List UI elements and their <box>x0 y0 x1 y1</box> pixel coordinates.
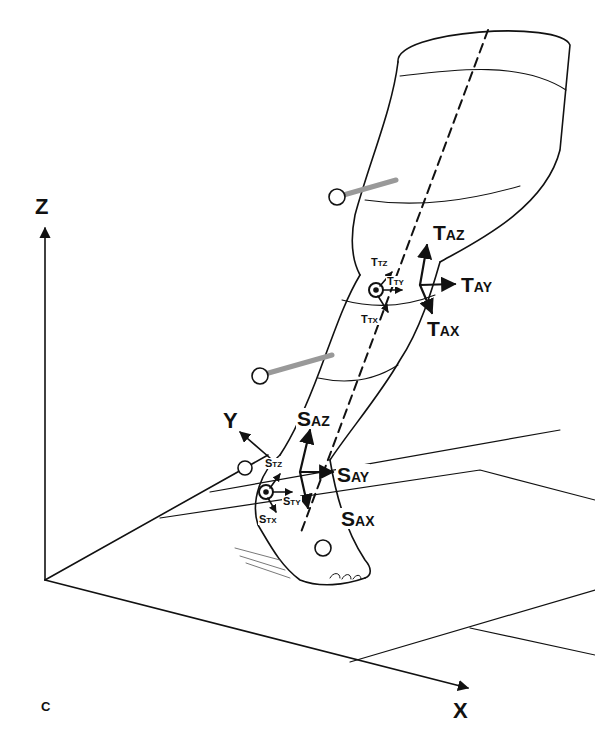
vector-label: SAX <box>340 508 375 529</box>
axis-label: Z <box>34 196 49 218</box>
shadow <box>235 548 290 578</box>
floor-edge <box>350 590 595 662</box>
vector-label: TTY <box>386 276 405 287</box>
floor-edge <box>470 628 595 655</box>
vector-arrow <box>420 245 427 285</box>
vector-label: STZ <box>264 458 283 469</box>
toes <box>330 574 361 580</box>
x-axis <box>45 580 468 688</box>
vector-label: SAY <box>336 464 370 485</box>
vector-arrow <box>270 474 280 488</box>
vector-label: SAZ <box>296 408 331 429</box>
vector-arrow <box>378 296 388 312</box>
vector-arrow <box>420 284 455 285</box>
axis-label: Y <box>222 410 239 432</box>
vector-label: TTZ <box>370 257 389 268</box>
cuff-line <box>400 69 566 90</box>
cuff-line <box>365 186 520 203</box>
vector-label: TAY <box>460 274 493 295</box>
vector-arrow <box>300 430 310 472</box>
shank-outline <box>330 262 440 460</box>
joint-center <box>374 288 378 292</box>
marker <box>315 540 331 556</box>
marker-stalk <box>340 180 396 196</box>
y-axis <box>240 432 270 458</box>
vector-label: TTX <box>360 314 379 325</box>
vector-arrow <box>383 289 402 291</box>
thigh-outline <box>352 62 398 275</box>
vector-label: TAX <box>426 318 460 339</box>
figure-letter: C <box>40 700 51 713</box>
floor-edge <box>45 455 268 580</box>
marker <box>238 461 252 475</box>
marker <box>329 189 345 205</box>
thigh-outline <box>398 31 570 262</box>
vector-arrow <box>273 491 292 493</box>
vector-arrow <box>300 471 333 473</box>
cuff-line <box>318 365 398 381</box>
vector-label: TAZ <box>432 222 466 243</box>
floor-edge <box>210 430 560 492</box>
floor-edge <box>160 470 595 518</box>
vector-arrow <box>268 498 276 512</box>
vector-arrow <box>420 285 432 313</box>
axis-label: X <box>452 700 469 722</box>
marker-stalk <box>265 355 332 374</box>
vector-label: STY <box>282 496 302 507</box>
vector-label: STX <box>258 514 278 525</box>
z-axis <box>44 228 46 580</box>
marker <box>252 368 268 384</box>
joint-center <box>264 490 268 494</box>
